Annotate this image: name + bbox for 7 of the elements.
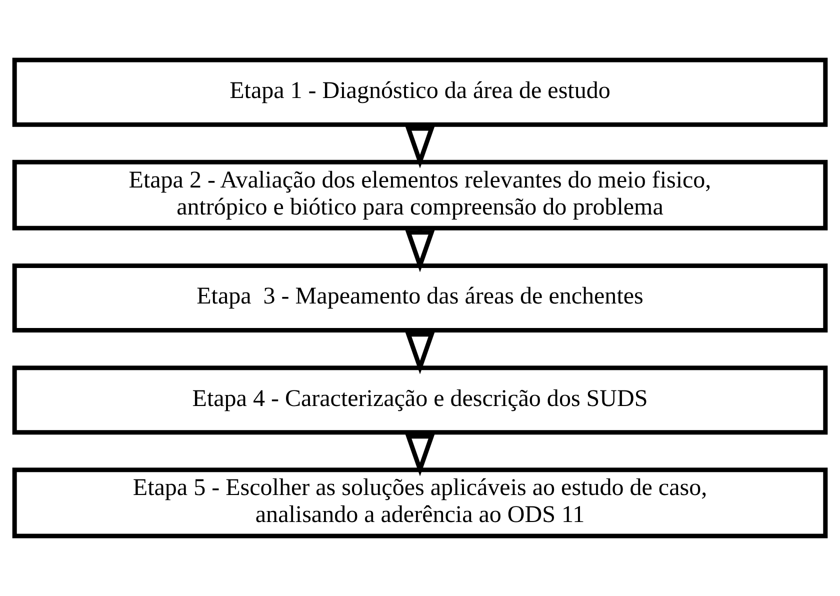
node-box: Etapa 1 - Diagnóstico da área de estudo (12, 58, 828, 127)
arrow (405, 332, 435, 374)
node-box: Etapa 2 - Avaliação dos elementos relevantes do meio fisico, antrópico e biótico para compreensão do problema (12, 160, 828, 230)
arrow (405, 126, 435, 168)
arrow (405, 434, 435, 476)
node-box: Etapa 3 - Mapeamento das áreas de enchentes (12, 263, 828, 333)
node-box: Etapa 5 - Escolher as soluções aplicáveis ao estudo de caso, analisando a aderência ao ODS 11 (12, 468, 828, 538)
